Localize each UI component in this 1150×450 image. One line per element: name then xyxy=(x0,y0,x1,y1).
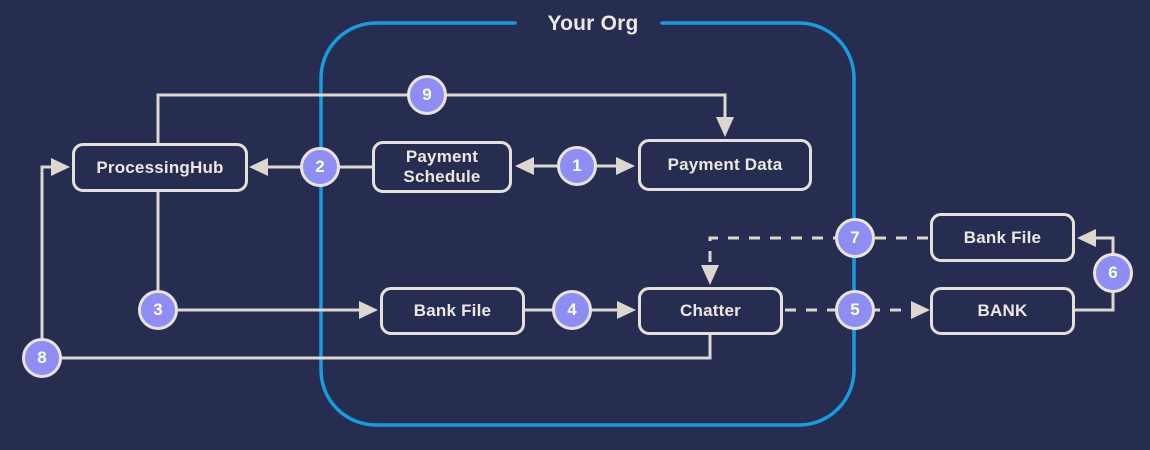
node-label: Chatter xyxy=(680,301,741,321)
arrowhead-right-icon xyxy=(359,301,378,319)
arrowhead-right-icon xyxy=(616,157,635,175)
node-payment-data: Payment Data xyxy=(638,139,812,191)
node-label: Payment Schedule xyxy=(403,147,481,186)
step-badge-4: 4 xyxy=(552,290,592,330)
arrowhead-left-icon xyxy=(515,157,534,175)
node-bank: BANK xyxy=(930,287,1075,335)
step-badge-5: 5 xyxy=(835,290,875,330)
node-chatter: Chatter xyxy=(638,287,783,335)
node-bank-file-internal: Bank File xyxy=(380,287,525,335)
arrowhead-down-icon xyxy=(701,265,719,285)
node-bank-file-external: Bank File xyxy=(930,213,1075,262)
step-badge-1: 1 xyxy=(557,146,597,186)
edge-step-7 xyxy=(701,236,928,285)
arrowhead-right-icon xyxy=(911,301,930,319)
step-badge-8: 8 xyxy=(22,338,62,378)
step-badge-9: 9 xyxy=(407,75,447,115)
org-boundary xyxy=(319,21,856,427)
org-boundary-label: Your Org xyxy=(547,12,639,35)
node-processing-hub: ProcessingHub xyxy=(72,143,248,192)
step-badge-3: 3 xyxy=(138,290,178,330)
step-badge-6: 6 xyxy=(1093,253,1133,293)
node-label: Bank File xyxy=(963,227,1042,247)
edge-step-3 xyxy=(156,192,378,319)
step-badge-7: 7 xyxy=(835,218,875,258)
node-label: ProcessingHub xyxy=(96,157,224,177)
arrowhead-left-icon xyxy=(1077,229,1096,247)
node-label: Bank File xyxy=(413,301,492,321)
step-badge-2: 2 xyxy=(300,147,340,187)
arrowhead-down-icon xyxy=(716,117,734,137)
arrowhead-right-icon xyxy=(51,158,70,176)
node-payment-schedule: Payment Schedule xyxy=(372,141,512,193)
node-label: BANK xyxy=(977,301,1028,321)
node-label: Payment Data xyxy=(667,155,783,175)
arrowhead-left-icon xyxy=(249,158,268,176)
arrowhead-right-icon xyxy=(617,301,636,319)
edge-step-9 xyxy=(156,93,734,143)
